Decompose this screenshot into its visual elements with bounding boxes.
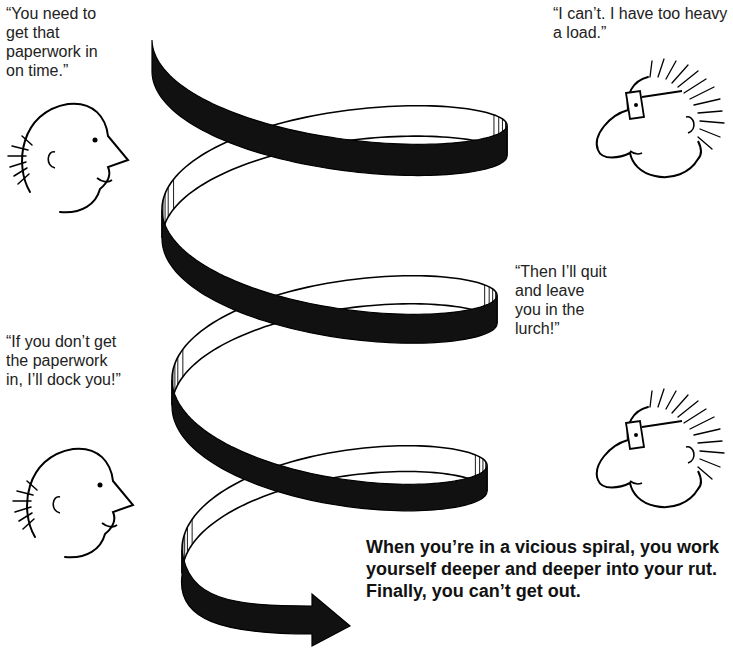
ribbon-hatch — [165, 194, 166, 224]
worker-face — [597, 389, 724, 507]
ribbon-hatch — [177, 357, 178, 384]
ribbon-hatch — [174, 364, 175, 391]
caption-text: When you’re in a vicious spiral, you wor… — [366, 536, 728, 602]
ribbon-front — [172, 380, 487, 511]
speech-text: “You need to get that paperwork in on ti… — [6, 4, 98, 80]
ribbon-front — [152, 40, 507, 176]
ribbon-arrow — [181, 550, 350, 646]
speech-text: “If you don’t get the paperwork in, I’ll… — [6, 332, 126, 389]
speech-text: “I can’t. I have too heavy a load.” — [553, 4, 729, 42]
boss-face — [13, 449, 133, 558]
boss-face — [8, 104, 128, 213]
ribbon-hatch — [182, 349, 183, 376]
ribbon-hatch — [173, 179, 174, 209]
ribbon-hatch — [168, 187, 169, 217]
ribbon-front — [162, 210, 497, 343]
ribbon-hatch — [187, 527, 188, 552]
speech-text: “Then I’ll quit and leave you in the lur… — [515, 262, 607, 338]
ribbon-hatch — [192, 519, 193, 544]
worker-face — [597, 59, 724, 177]
ribbon-hatch — [184, 534, 185, 559]
